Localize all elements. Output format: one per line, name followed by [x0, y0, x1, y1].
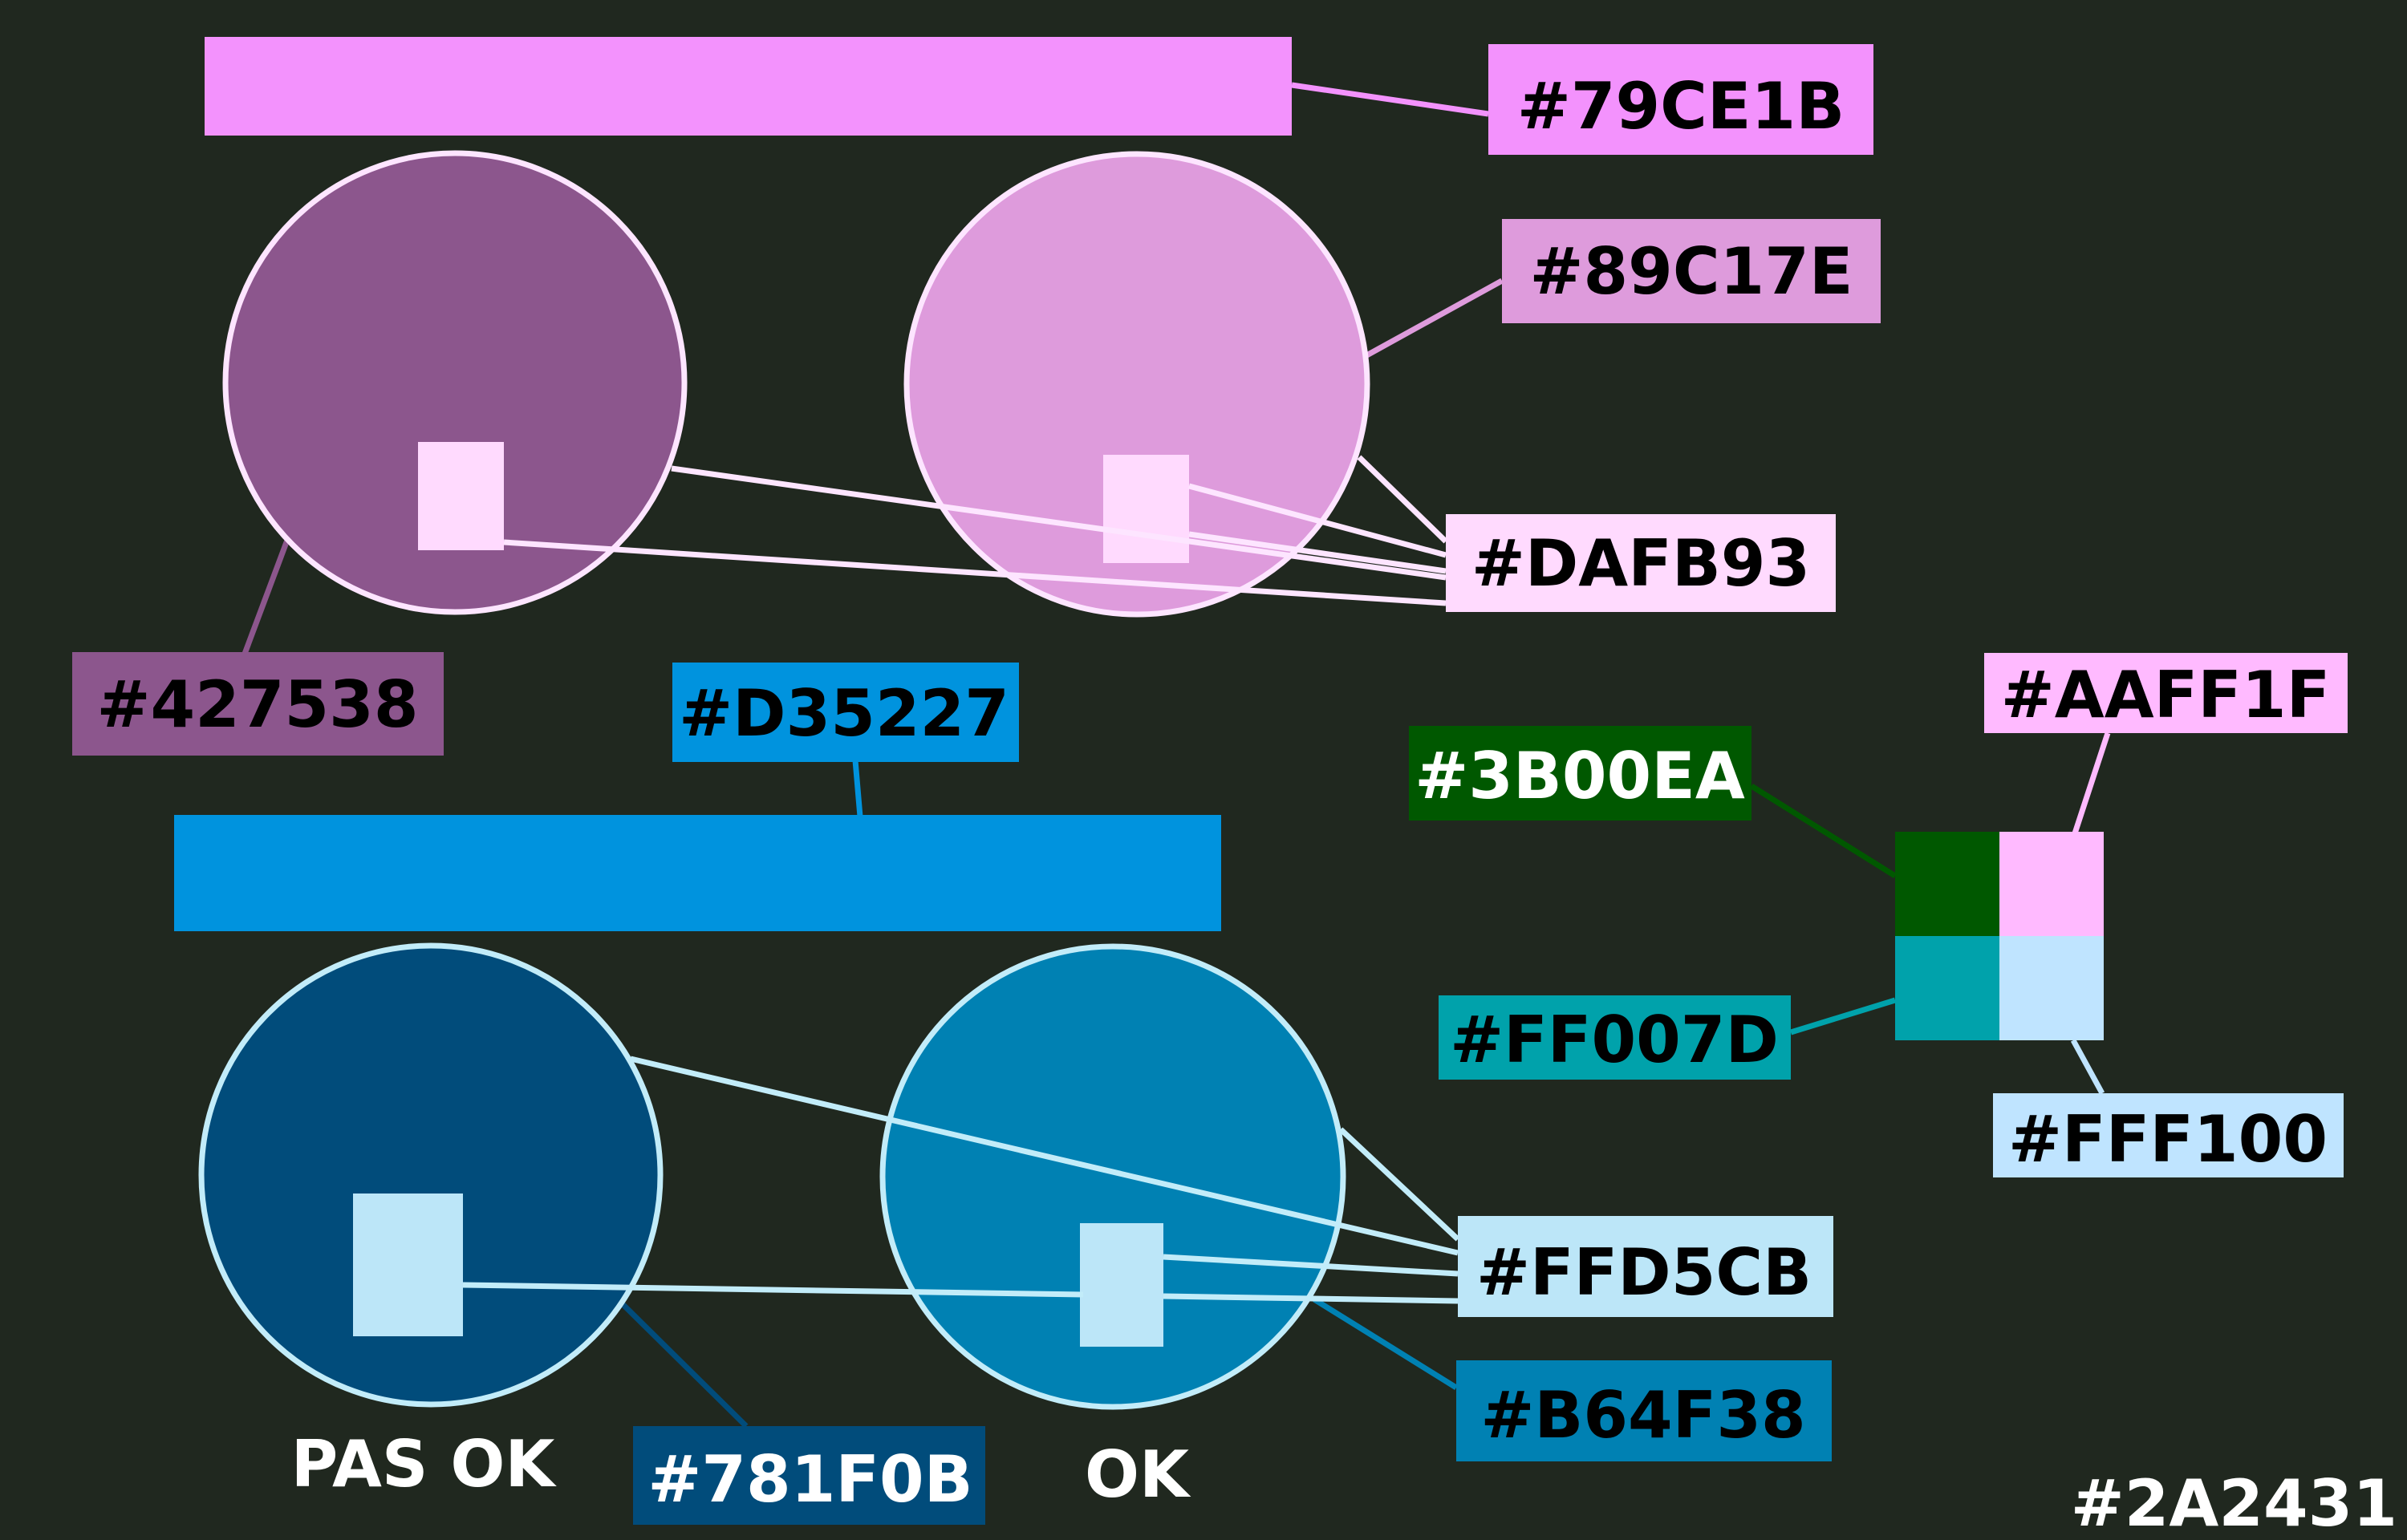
- background-color-label: #2A2431: [2071, 1466, 2397, 1540]
- label-circle-bottom-right: #B64F38: [1480, 1378, 1805, 1453]
- connector-palette-pink: [2072, 732, 2111, 835]
- label-bottom-bar: #D35227: [679, 676, 1009, 751]
- connector-top-squares-3: [1188, 483, 1447, 558]
- connector-top-squares-4: [1188, 531, 1447, 574]
- label-box-circle-top-right: [1502, 219, 1881, 323]
- label-box-circle-bottom-left: [633, 1426, 985, 1525]
- label-box-top-bar: [1488, 44, 1873, 155]
- connector-circle-bottom-right: [1313, 1297, 1458, 1390]
- square-bottom-right: [1080, 1223, 1163, 1347]
- connector-bottom-squares-1: [630, 1056, 1459, 1256]
- square-top-left: [418, 442, 504, 550]
- connector-top-squares-2: [503, 539, 1447, 606]
- label-circle-top-left: #427538: [96, 667, 418, 742]
- bottom-bar: [174, 815, 1221, 931]
- swatch-teal: [1895, 936, 1999, 1040]
- label-box-circle-top-left: [72, 652, 444, 756]
- label-box-palette-green: [1409, 726, 1751, 821]
- connector-bottom-bar: [852, 760, 863, 817]
- label-palette-green: #3B00EA: [1415, 739, 1745, 813]
- label-box-palette-light-blue: [1993, 1093, 2344, 1177]
- connector-circle-top-left: [242, 534, 292, 655]
- connector-circle-top-right: [1361, 278, 1504, 361]
- connector-top-bar: [1291, 82, 1489, 117]
- label-palette-pink: #AAFF1F: [2001, 658, 2330, 732]
- connector-top-squares-1: [671, 465, 1447, 581]
- label-box-circle-bottom-right: [1456, 1360, 1832, 1461]
- label-palette-teal: #FF007D: [1450, 1003, 1779, 1077]
- connector-bottom-squares-2: [462, 1282, 1084, 1298]
- square-bottom-left: [353, 1194, 463, 1336]
- circle-top-left: [222, 150, 688, 615]
- label-top-squares: #DAFB93: [1471, 526, 1810, 601]
- label-box-palette-pink: [1984, 653, 2348, 733]
- label-top-bar: #79CE1B: [1517, 69, 1845, 144]
- caption-ok: OK: [1085, 1437, 1191, 1512]
- caption-pas-ok: PAS OK: [291, 1427, 558, 1502]
- label-box-bottom-bar: [672, 663, 1019, 762]
- label-circle-bottom-left: #781F0B: [647, 1442, 972, 1517]
- connector-palette-light-blue: [2070, 1039, 2105, 1095]
- square-top-right: [1103, 455, 1189, 563]
- connector-bottom-squares-4: [1163, 1254, 1459, 1277]
- swatch-pink: [1999, 832, 2104, 936]
- connector-top-squares-5: [1357, 455, 1448, 544]
- swatch-light-blue: [1999, 936, 2104, 1040]
- label-box-palette-teal: [1439, 995, 1791, 1080]
- connector-palette-green: [1750, 784, 1897, 878]
- connector-bottom-squares-5: [1338, 1127, 1460, 1242]
- swatch-green: [1895, 832, 1999, 936]
- circle-top-right: [903, 151, 1370, 618]
- connector-bottom-squares-3: [1163, 1293, 1459, 1304]
- top-bar: [205, 37, 1292, 136]
- connector-palette-teal: [1789, 997, 1897, 1035]
- connector-circle-bottom-left: [615, 1297, 749, 1429]
- circle-bottom-left: [198, 942, 664, 1408]
- label-bottom-squares: #FFD5CB: [1476, 1235, 1812, 1310]
- label-box-bottom-squares: [1458, 1216, 1833, 1317]
- label-palette-light-blue: #FFF100: [2008, 1102, 2328, 1177]
- label-circle-top-right: #89C17E: [1529, 234, 1853, 309]
- label-box-top-squares: [1446, 514, 1836, 612]
